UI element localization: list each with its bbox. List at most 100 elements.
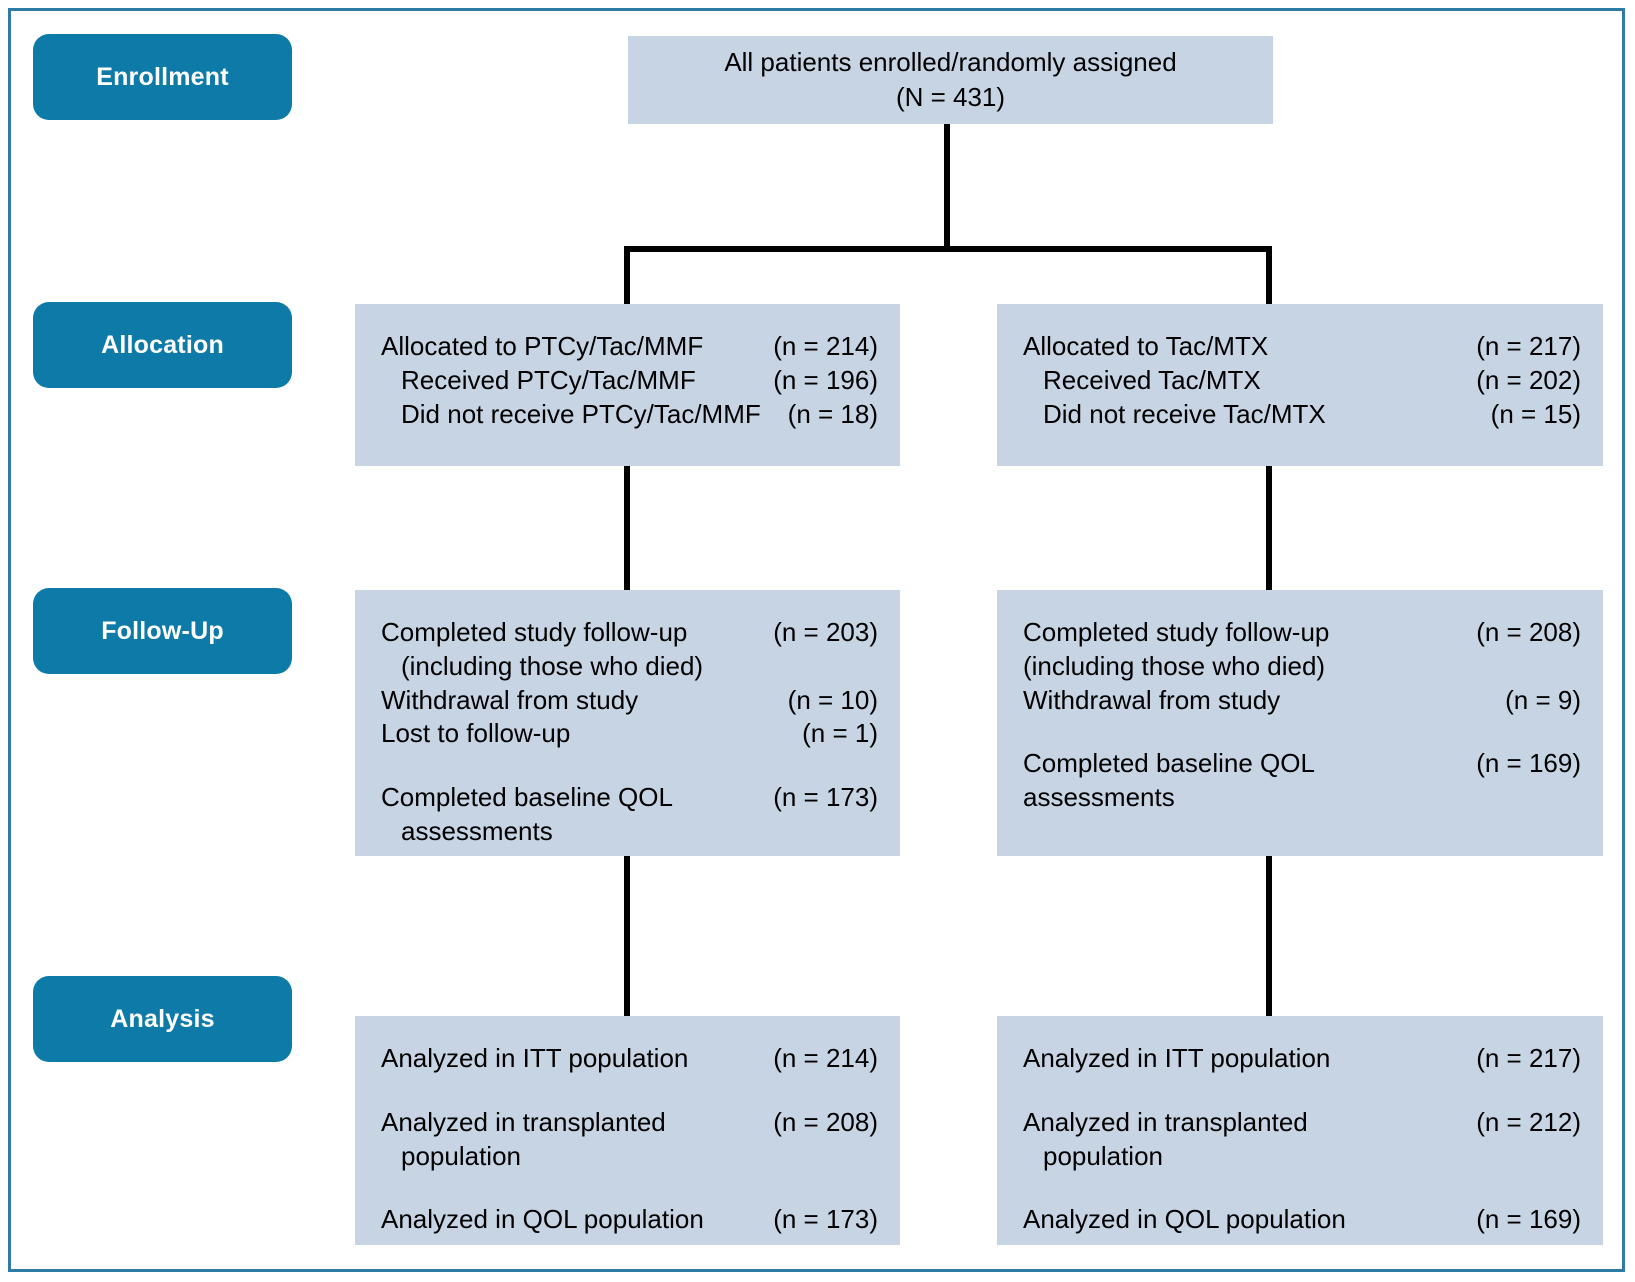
- stage-label-followup: Follow-Up: [101, 616, 224, 645]
- row-label: Withdrawal from study: [381, 684, 639, 715]
- table-row: Received Tac/MTX (n = 202): [1023, 364, 1581, 398]
- row-count: (n = 217): [1476, 331, 1581, 361]
- row-label: assessments: [401, 815, 553, 846]
- row-label: Lost to follow-up: [381, 718, 571, 749]
- analysis-box-right: Analyzed in ITT population (n = 217) Ana…: [997, 1016, 1603, 1245]
- row-count: (n = 196): [773, 364, 878, 395]
- allocation-box-right: Allocated to Tac/MTX (n = 217) Received …: [997, 304, 1603, 466]
- row-label: population: [1043, 1140, 1163, 1171]
- row-count: (n = 15): [1490, 398, 1581, 429]
- row-label: Received Tac/MTX: [1043, 364, 1261, 395]
- row-label: assessments: [1023, 782, 1175, 813]
- stage-badge-allocation: Allocation: [33, 302, 292, 388]
- table-row: Analyzed in transplanted (n = 212): [1023, 1106, 1581, 1140]
- row-label: Completed baseline QOL: [381, 782, 673, 813]
- table-row: Analyzed in transplanted (n = 208): [381, 1106, 878, 1140]
- table-row: assessments: [1023, 781, 1581, 815]
- row-spacer: [381, 1173, 878, 1203]
- enrollment-line-1: All patients enrolled/randomly assigned: [724, 46, 1177, 77]
- table-row: population: [381, 1140, 878, 1174]
- row-spacer: [381, 751, 878, 781]
- row-label: Analyzed in transplanted: [1023, 1106, 1308, 1137]
- row-label: Did not receive PTCy/Tac/MMF: [401, 398, 761, 429]
- followup-box-right: Completed study follow-up (n = 208) (inc…: [997, 590, 1603, 856]
- table-row: (including those who died): [381, 650, 878, 684]
- stage-badge-followup: Follow-Up: [33, 588, 292, 674]
- row-count: (n = 173): [773, 1204, 878, 1235]
- row-count: (n = 214): [773, 1043, 878, 1073]
- row-spacer: [1023, 717, 1581, 747]
- analysis-box-left: Analyzed in ITT population (n = 214) Ana…: [355, 1016, 900, 1245]
- row-label: Allocated to Tac/MTX: [1023, 331, 1269, 361]
- table-row: Completed study follow-up (n = 203): [381, 616, 878, 650]
- table-row: Received PTCy/Tac/MMF (n = 196): [381, 364, 878, 398]
- row-label: Withdrawal from study: [1023, 684, 1281, 715]
- table-row: Analyzed in ITT population (n = 214): [381, 1042, 878, 1076]
- stage-badge-analysis: Analysis: [33, 976, 292, 1062]
- row-label: Received PTCy/Tac/MMF: [401, 364, 696, 395]
- row-label: (including those who died): [1023, 650, 1326, 681]
- enrollment-line-2: (N = 431): [895, 82, 1006, 112]
- row-count: (n = 10): [787, 684, 878, 715]
- row-spacer: [1023, 1173, 1581, 1203]
- row-count: (n = 173): [773, 782, 878, 813]
- table-row: Analyzed in ITT population (n = 217): [1023, 1042, 1581, 1076]
- table-row: population: [1023, 1140, 1581, 1174]
- connector-to-right-allocation: [1266, 246, 1272, 304]
- row-count: (n = 212): [1476, 1106, 1581, 1137]
- table-row: Allocated to Tac/MTX (n = 217): [1023, 330, 1581, 364]
- stage-label-analysis: Analysis: [110, 1004, 215, 1033]
- row-label: Analyzed in ITT population: [381, 1043, 689, 1073]
- row-count: (n = 9): [1505, 684, 1581, 715]
- row-label: Analyzed in ITT population: [1023, 1043, 1331, 1073]
- stage-label-enrollment: Enrollment: [96, 62, 229, 91]
- connector-enrollment-stem: [944, 124, 950, 250]
- table-row: Completed baseline QOL (n = 169): [1023, 747, 1581, 781]
- connector-right-allocation-to-followup: [1266, 466, 1272, 590]
- row-count: (n = 202): [1476, 364, 1581, 395]
- followup-box-left: Completed study follow-up (n = 203) (inc…: [355, 590, 900, 856]
- connector-to-left-allocation: [624, 246, 630, 304]
- row-label: Did not receive Tac/MTX: [1043, 398, 1326, 429]
- row-spacer: [381, 1076, 878, 1106]
- table-row: Analyzed in QOL population (n = 173): [381, 1203, 878, 1237]
- table-row: Completed baseline QOL (n = 173): [381, 781, 878, 815]
- table-row: Lost to follow-up (n = 1): [381, 717, 878, 751]
- row-label: Analyzed in QOL population: [1023, 1204, 1346, 1235]
- row-label: (including those who died): [401, 650, 704, 681]
- table-row: Allocated to PTCy/Tac/MMF (n = 214): [381, 330, 878, 364]
- connector-split-horizontal: [624, 246, 1272, 252]
- table-row: Completed study follow-up (n = 208): [1023, 616, 1581, 650]
- row-label: Completed study follow-up: [381, 617, 688, 647]
- row-spacer: [1023, 1076, 1581, 1106]
- table-row: Did not receive Tac/MTX (n = 15): [1023, 398, 1581, 432]
- stage-badge-enrollment: Enrollment: [33, 34, 292, 120]
- row-label: Analyzed in QOL population: [381, 1204, 704, 1235]
- row-label: Allocated to PTCy/Tac/MMF: [381, 331, 704, 361]
- row-count: (n = 217): [1476, 1043, 1581, 1073]
- table-row: (including those who died): [1023, 650, 1581, 684]
- row-label: Analyzed in transplanted: [381, 1106, 666, 1137]
- stage-label-allocation: Allocation: [101, 330, 224, 359]
- row-count: (n = 1): [802, 718, 878, 749]
- row-label: Completed baseline QOL: [1023, 748, 1315, 779]
- table-row: Did not receive PTCy/Tac/MMF (n = 18): [381, 398, 878, 432]
- connector-right-followup-to-analysis: [1266, 856, 1272, 1016]
- connector-left-allocation-to-followup: [624, 466, 630, 590]
- allocation-box-left: Allocated to PTCy/Tac/MMF (n = 214) Rece…: [355, 304, 900, 466]
- row-count: (n = 203): [773, 617, 878, 647]
- row-count: (n = 169): [1476, 748, 1581, 779]
- row-count: (n = 214): [773, 331, 878, 361]
- table-row: Withdrawal from study (n = 10): [381, 684, 878, 718]
- table-row: Analyzed in QOL population (n = 169): [1023, 1203, 1581, 1237]
- enrollment-box: All patients enrolled/randomly assigned …: [628, 36, 1273, 124]
- connector-left-followup-to-analysis: [624, 856, 630, 1016]
- row-label: Completed study follow-up: [1023, 617, 1330, 647]
- row-count: (n = 169): [1476, 1204, 1581, 1235]
- table-row: Withdrawal from study (n = 9): [1023, 684, 1581, 718]
- table-row: assessments: [381, 815, 878, 849]
- row-count: (n = 208): [773, 1106, 878, 1137]
- row-label: population: [401, 1140, 521, 1171]
- row-count: (n = 208): [1476, 617, 1581, 647]
